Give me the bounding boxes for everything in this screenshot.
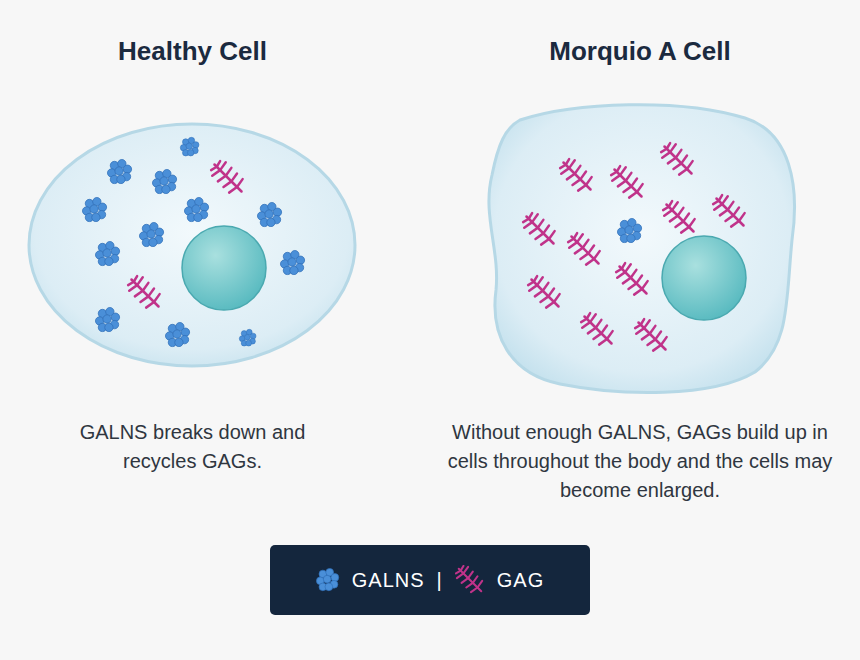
legend-text: GALNS (352, 569, 425, 592)
cell-caption: GALNS breaks down and recycles GAGs. (43, 418, 343, 476)
cell-heading: Morquio A Cell (430, 34, 850, 68)
cell-panel: Morquio A CellWithout enough GALNS, GAGs… (430, 34, 850, 509)
legend-text: GAG (497, 569, 544, 592)
legend-separator: | (437, 569, 443, 592)
legend-box: GALNS | GAG (270, 545, 590, 615)
cell-panel: Healthy CellGALNS breaks down and recycl… (20, 34, 365, 504)
galns-icon (316, 568, 340, 592)
cell-caption: Without enough GALNS, GAGs build up in c… (444, 418, 836, 505)
gag-icon (455, 565, 485, 595)
cell-heading: Healthy Cell (20, 34, 365, 68)
